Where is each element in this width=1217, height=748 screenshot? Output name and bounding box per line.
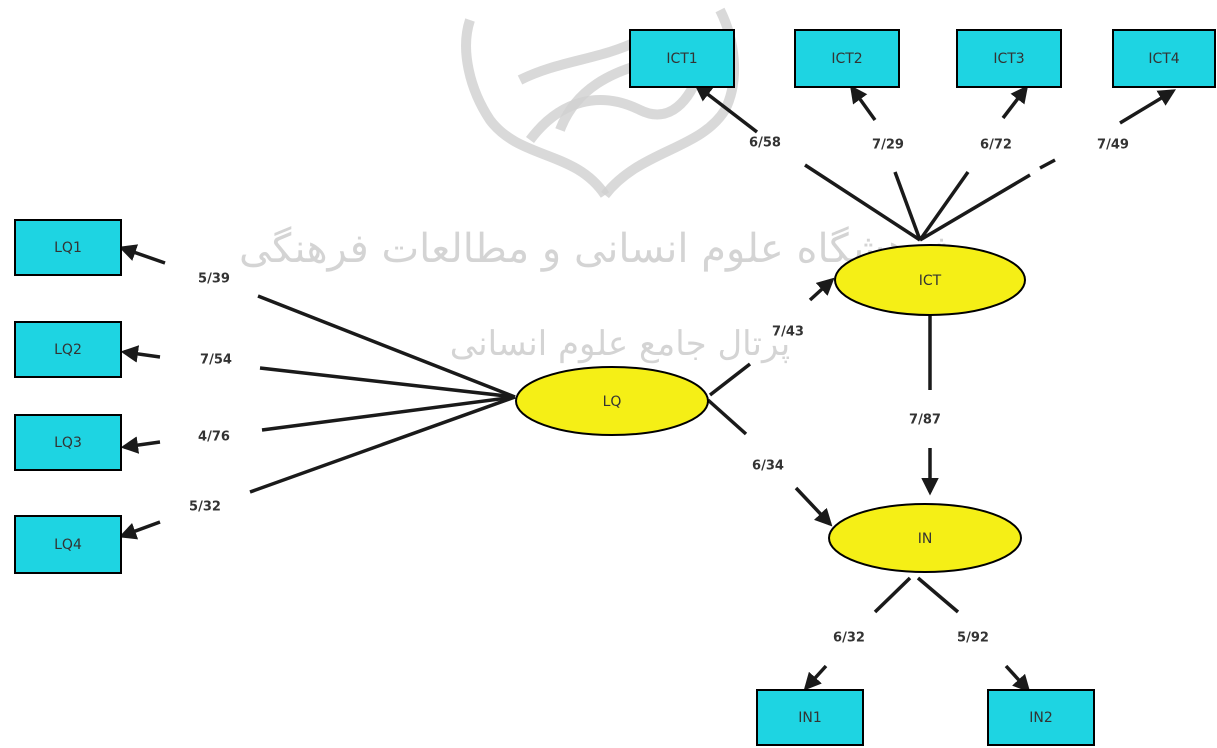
indicator-lq1: LQ1 (14, 219, 122, 276)
watermark-text-line1: پژوهشگاه علوم انسانی و مطالعات فرهنگی (239, 226, 961, 272)
lq-ict-path-upper (808, 277, 835, 302)
indicator-lq4-label: LQ4 (54, 537, 82, 553)
latent-in-label: IN (918, 531, 933, 547)
coef-ict-ict3: 6/72 (980, 138, 1012, 153)
indicator-ict3: ICT3 (956, 29, 1062, 88)
lq-in-path-upper (706, 398, 748, 436)
lq-indicator-paths (118, 244, 516, 540)
lq-in-path-lower (794, 486, 833, 527)
coef-lq-lq4: 5/32 (189, 500, 221, 515)
indicator-lq1-label: LQ1 (54, 240, 82, 256)
indicator-ict1-label: ICT1 (666, 51, 697, 67)
coef-in-in1: 6/32 (833, 631, 865, 646)
coef-ict-in: 7/87 (909, 413, 941, 428)
coef-lq-lq2: 7/54 (200, 353, 232, 368)
indicator-lq3-label: LQ3 (54, 435, 82, 451)
coef-ict-ict4: 7/49 (1097, 138, 1129, 153)
indicator-in1: IN1 (756, 689, 864, 746)
indicator-lq2-label: LQ2 (54, 342, 82, 358)
in-indicator-paths (803, 576, 1031, 693)
latent-lq-label: LQ (603, 394, 622, 410)
indicator-in2: IN2 (987, 689, 1095, 746)
coef-ict-ict2: 7/29 (872, 138, 904, 153)
coef-lq-ict: 7/43 (772, 325, 804, 340)
coef-lq-lq3: 4/76 (198, 430, 230, 445)
watermark-text-line2: پرتال جامع علوم انسانی (450, 324, 790, 364)
indicator-ict2: ICT2 (794, 29, 900, 88)
latent-ict: ICT (834, 244, 1026, 316)
indicator-ict1: ICT1 (629, 29, 735, 88)
indicator-ict4: ICT4 (1112, 29, 1216, 88)
ict-indicator-paths (694, 83, 1176, 242)
latent-ict-label: ICT (919, 273, 942, 289)
indicator-ict4-label: ICT4 (1148, 51, 1179, 67)
indicator-lq4: LQ4 (14, 515, 122, 574)
coef-ict-ict1: 6/58 (749, 136, 781, 151)
latent-lq: LQ (515, 366, 709, 436)
coef-lq-in: 6/34 (752, 459, 784, 474)
indicator-in1-label: IN1 (798, 710, 822, 726)
coef-in-in2: 5/92 (957, 631, 989, 646)
indicator-ict3-label: ICT3 (993, 51, 1024, 67)
indicator-lq3: LQ3 (14, 414, 122, 471)
latent-in: IN (828, 503, 1022, 573)
indicator-lq2: LQ2 (14, 321, 122, 378)
lq-ict-path-lower (708, 362, 752, 397)
indicator-ict2-label: ICT2 (831, 51, 862, 67)
indicator-in2-label: IN2 (1029, 710, 1053, 726)
coef-lq-lq1: 5/39 (198, 272, 230, 287)
